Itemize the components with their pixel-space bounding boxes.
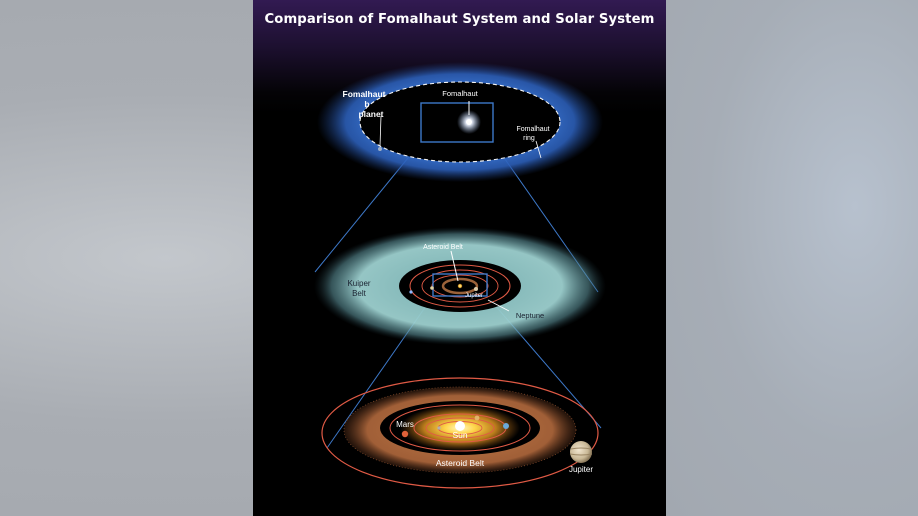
jupiter-small: [474, 287, 478, 291]
fomalhaut-b-label-line1: Fomalhaut: [343, 89, 386, 99]
outer-solar-system: Kuiper Belt Asteroid Belt Jupiter Neptun…: [314, 227, 606, 345]
infographic-panel: Comparison of Fomalhaut System and Solar…: [253, 0, 666, 516]
jupiter: [570, 441, 592, 463]
sun: [455, 421, 465, 431]
fomalhaut-ring-pointer: [535, 140, 542, 159]
fomalhaut-ring-label-line2: ring: [523, 135, 535, 142]
mars-label: Mars: [396, 420, 414, 429]
venus-orbit: [425, 417, 495, 439]
neptune-pointer: [487, 299, 510, 312]
jupiter-bands: [569, 447, 593, 456]
zoom-box-2: [432, 273, 488, 297]
comparison-diagram: Fomalhaut b planet Fomalhaut Fomalhaut r…: [314, 62, 606, 489]
jupiter-orbit: [321, 377, 599, 489]
fomalhaut-ring-outline: [359, 81, 561, 163]
fomalhaut-star-label: Fomalhaut: [442, 89, 478, 98]
fomalhaut-b-pointer: [379, 115, 382, 147]
neptune-small: [409, 290, 413, 294]
asteroid-belt-label: Asteroid Belt: [436, 458, 485, 468]
venus: [474, 415, 480, 421]
fomalhaut-b-label-line2: b: [364, 99, 369, 109]
fomalhaut-b-planet: [378, 147, 382, 151]
fomalhaut-star: [466, 119, 472, 125]
inner-solar-system: Mars Sun Asteroid Belt Jupiter: [321, 377, 599, 489]
zoom-box-1: [420, 102, 494, 143]
jupiter-label-outer: Jupiter: [465, 293, 483, 299]
asteroid-belt-texture: [343, 386, 577, 474]
background-right: [666, 0, 918, 516]
saturn-orbit: [431, 274, 489, 298]
asteroid-belt-label-outer: Asteroid Belt: [423, 244, 463, 251]
uranus-orbit: [421, 269, 499, 303]
saturn-small: [430, 286, 434, 290]
kuiper-belt-label-line1: Kuiper: [347, 279, 370, 288]
fomalhaut-b-label-line3: planet: [358, 109, 383, 119]
asteroid-belt-pointer: [450, 250, 459, 282]
infographic-title: Comparison of Fomalhaut System and Solar…: [264, 12, 655, 27]
neptune-label: Neptune: [516, 311, 544, 320]
mars: [401, 430, 409, 438]
kuiper-belt-label-line2: Belt: [352, 289, 367, 298]
fomalhaut-system: Fomalhaut b planet Fomalhaut Fomalhaut r…: [317, 62, 603, 182]
jupiter-label: Jupiter: [569, 465, 593, 474]
neptune-orbit: [409, 264, 511, 308]
sun-label: Sun: [452, 430, 467, 440]
earth: [503, 423, 509, 429]
mars-orbit: [389, 404, 531, 452]
fomalhaut-ring-label-line1: Fomalhaut: [516, 126, 549, 133]
mercury: [437, 426, 441, 430]
sun-small: [457, 283, 463, 289]
asteroid-belt-small: [441, 277, 479, 295]
